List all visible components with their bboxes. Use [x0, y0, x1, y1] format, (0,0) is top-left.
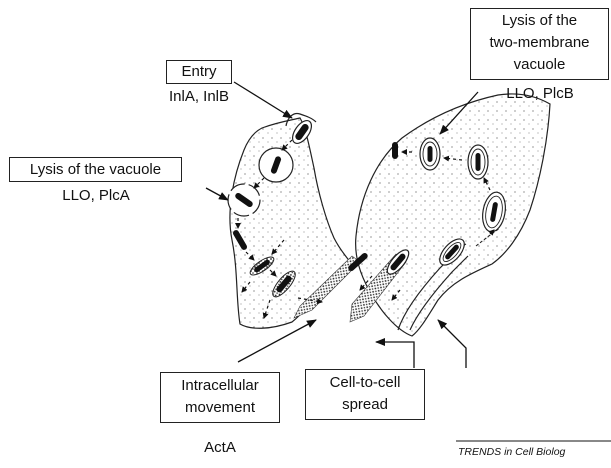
- lysing-vacuole: [228, 184, 260, 216]
- infected-host-cell: [230, 118, 350, 328]
- vacuole-lysis-label: Lysis of the vacuole: [9, 161, 182, 179]
- spread-label-line1: Cell-to-cell: [305, 374, 425, 392]
- two-membrane-lysis-label-line3: vacuole: [470, 56, 609, 74]
- movement-gene-label: ActA: [180, 439, 260, 457]
- entry-genes-label: InlA, InlB: [146, 88, 252, 106]
- released-bacterium: [392, 142, 398, 159]
- two-membrane-lysis-label-line2: two-membrane: [470, 34, 609, 52]
- vacuole-lysis-genes-label: LLO, PlcA: [46, 187, 146, 205]
- two-membrane-vacuole-2: [468, 145, 488, 179]
- cell-to-cell-spread-arrow-2: [438, 320, 466, 368]
- two-membrane-lysis-label-line1: Lysis of the: [470, 12, 609, 30]
- movement-label-line1: Intracellular: [160, 377, 280, 395]
- primary-vacuole: [259, 148, 293, 182]
- spread-label-line2: spread: [305, 396, 425, 414]
- entry-label: Entry: [166, 63, 232, 81]
- cell-to-cell-spread-arrow: [376, 342, 414, 368]
- neighbouring-host-cell: [356, 94, 550, 336]
- two-membrane-vacuole-1: [420, 138, 440, 170]
- two-membrane-lysis-genes-label: LLO, PlcB: [488, 85, 592, 103]
- vacuole-lysis-arrow: [206, 188, 228, 200]
- movement-label-line2: movement: [160, 399, 280, 417]
- figure-credit: TRENDS in Cell Biolog: [458, 446, 611, 458]
